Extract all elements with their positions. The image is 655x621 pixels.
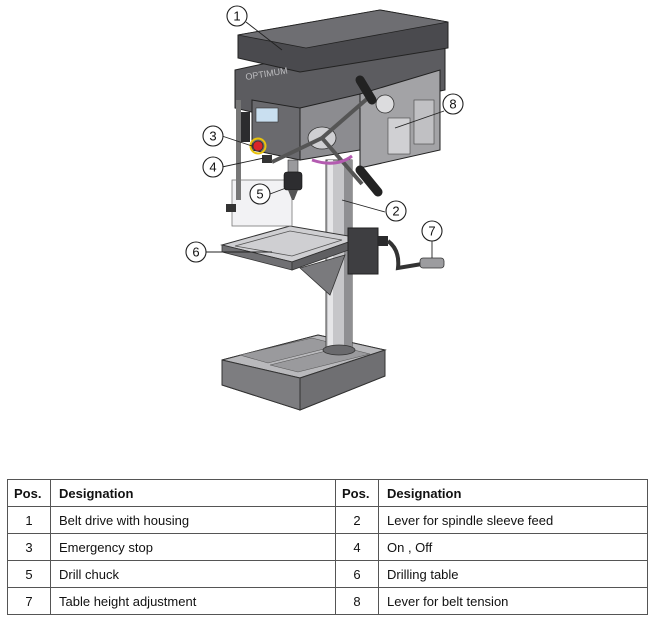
header-designation-2: Designation: [378, 479, 648, 507]
pos-cell: 1: [7, 506, 51, 534]
svg-text:1: 1: [233, 9, 240, 24]
table-row: 5 Drill chuck 6 Drilling table: [7, 560, 648, 588]
callout-3: 3: [202, 125, 224, 147]
header-designation-1: Designation: [50, 479, 336, 507]
header-pos-2: Pos.: [335, 479, 379, 507]
table-row: 3 Emergency stop 4 On , Off: [7, 533, 648, 561]
svg-text:6: 6: [192, 245, 199, 260]
feed-lever-graphic: [271, 75, 383, 197]
header-pos-1: Pos.: [7, 479, 51, 507]
table-header-row: Pos. Designation Pos. Designation: [7, 479, 648, 507]
svg-text:8: 8: [449, 97, 456, 112]
pos-cell: 8: [335, 587, 379, 615]
designation-cell: Lever for belt tension: [378, 587, 648, 615]
table-row: 1 Belt drive with housing 2 Lever for sp…: [7, 506, 648, 534]
callout-4: 4: [202, 156, 224, 178]
pos-cell: 6: [335, 560, 379, 588]
spindle-graphic: [283, 159, 303, 200]
designation-cell: Table height adjustment: [50, 587, 336, 615]
machine-base: [221, 334, 387, 411]
designation-cell: Drill chuck: [50, 560, 336, 588]
designation-cell: On , Off: [378, 533, 648, 561]
designation-cell: Emergency stop: [50, 533, 336, 561]
svg-text:7: 7: [428, 224, 435, 239]
machine-head: OPTIMUM: [234, 9, 449, 200]
callout-7: 7: [421, 220, 443, 242]
svg-text:5: 5: [256, 187, 263, 202]
drill-press-illustration: OPTIMUM 1: [185, 5, 464, 411]
designation-cell: Drilling table: [378, 560, 648, 588]
pos-cell: 4: [335, 533, 379, 561]
pos-cell: 3: [7, 533, 51, 561]
pos-cell: 7: [7, 587, 51, 615]
callout-6: 6: [185, 241, 207, 263]
callout-2: 2: [385, 200, 407, 222]
svg-text:3: 3: [209, 129, 216, 144]
gear-housing-graphic: [359, 69, 441, 169]
callout-1: 1: [226, 5, 248, 27]
callout-5: 5: [249, 183, 271, 205]
designation-cell: Belt drive with housing: [50, 506, 336, 534]
svg-text:4: 4: [209, 160, 216, 175]
callout-8: 8: [442, 93, 464, 115]
parts-designation-table: Pos. Designation Pos. Designation 1 Belt…: [7, 479, 648, 615]
table-row: 7 Table height adjustment 8 Lever for be…: [7, 587, 648, 615]
designation-cell: Lever for spindle sleeve feed: [378, 506, 648, 534]
pos-cell: 5: [7, 560, 51, 588]
svg-text:2: 2: [392, 204, 399, 219]
pos-cell: 2: [335, 506, 379, 534]
drilling-table-graphic: [220, 225, 445, 296]
